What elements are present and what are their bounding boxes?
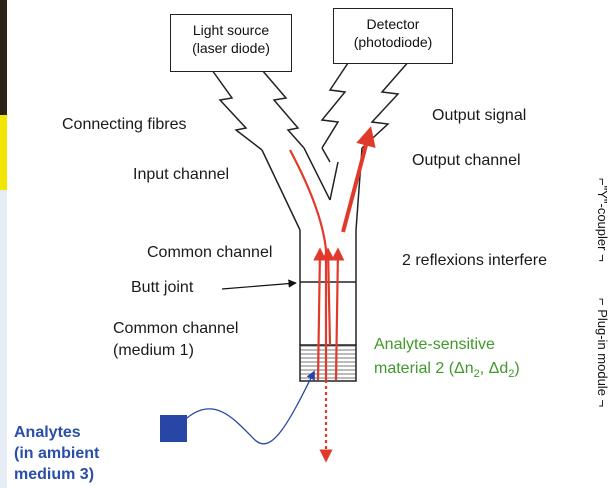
analyte-material-mid: , Δd (479, 360, 509, 377)
analytes-line2: (in ambient (14, 445, 100, 462)
label-output-channel: Output channel (412, 152, 521, 169)
detector-box: Detector (photodiode) (333, 8, 453, 64)
detector-line2: (photodiode) (353, 34, 433, 50)
left-edge-light (0, 190, 7, 488)
label-output-signal: Output signal (432, 107, 527, 124)
label-two-reflexions: 2 reflexions interfere (402, 252, 547, 269)
label-analytes: Analytes (in ambient medium 3) (14, 422, 99, 485)
y-coupler-outline (261, 147, 363, 345)
output-arrow (341, 126, 376, 233)
butt-joint-pointer (221, 279, 297, 290)
analyte-path (186, 370, 315, 445)
analytes-line3: medium 3) (14, 466, 95, 483)
light-source-line1: Light source (192, 22, 270, 38)
common-channel-2-line2: (medium 1) (113, 342, 194, 359)
analyte-material-line1: Analyte-sensitive (374, 336, 495, 353)
y-coupler-bracket: ⌐"Y"-coupler ¬ (595, 178, 610, 262)
label-input-channel: Input channel (133, 166, 230, 183)
analyte-square (160, 415, 187, 442)
label-common-channel: Common channel (147, 244, 273, 261)
analyte-material-sub2: 2 (508, 368, 515, 381)
left-edge-yellow (0, 115, 7, 190)
analytes-line1: Analytes (14, 424, 81, 441)
label-analyte-material: Analyte-sensitive material 2 (Δn2, Δd2) (374, 333, 520, 386)
plug-in-module-bracket: ⌐ Plug-in module ¬ (595, 298, 610, 408)
analyte-material-end: ) (514, 360, 520, 377)
left-edge-dark (0, 0, 7, 115)
light-source-line2: (laser diode) (192, 40, 270, 56)
analyte-material-line2-wrap: material 2 (Δn2, Δd2) (374, 357, 520, 386)
analyte-material-line2: material 2 (Δn (374, 360, 474, 377)
common-channel-2-line1: Common channel (113, 320, 239, 337)
detector-line1: Detector (366, 16, 420, 32)
label-butt-joint: Butt joint (131, 279, 194, 296)
analyte-material-sub1: 2 (473, 368, 480, 381)
light-source-box: Light source (laser diode) (170, 14, 292, 72)
light-rays (289, 149, 345, 463)
connecting-fibres (211, 59, 411, 151)
label-connecting-fibres: Connecting fibres (62, 116, 187, 133)
label-common-channel-medium: Common channel (medium 1) (113, 318, 238, 362)
analyte-layer (299, 344, 357, 382)
